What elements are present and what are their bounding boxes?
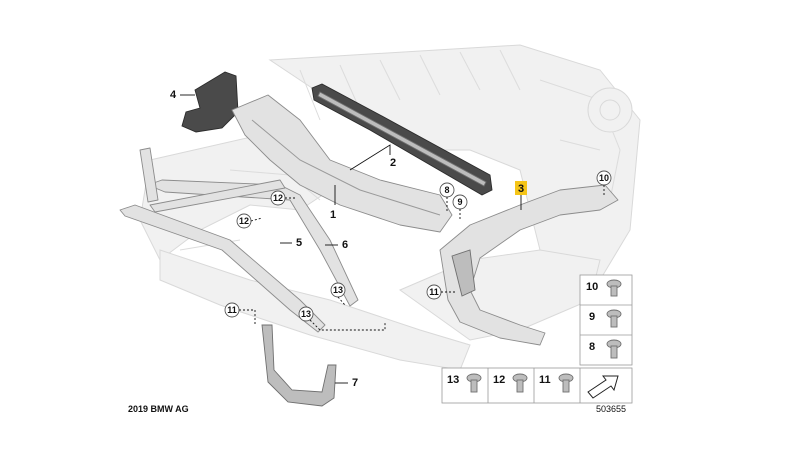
label-part-2: 2 — [390, 157, 396, 169]
bolt-11-icon — [558, 373, 574, 393]
bolt-9-icon — [606, 309, 622, 328]
callout-9: 9 — [457, 197, 462, 207]
legend-right: 10 9 8 — [579, 274, 633, 366]
label-part-4: 4 — [170, 89, 177, 101]
label-part-3: 3 — [518, 183, 524, 195]
part-7-bracket[interactable] — [261, 324, 337, 407]
label-part-3-highlight — [515, 181, 527, 195]
callout-12-left: 12 — [239, 216, 249, 226]
bolt-12-icon — [512, 373, 528, 393]
callout-8: 8 — [444, 185, 449, 195]
part-3-support[interactable] — [439, 184, 619, 346]
diagram-number: 503655 — [596, 404, 626, 414]
bolt-13-icon — [466, 373, 482, 393]
legend-item-8: 8 — [589, 341, 595, 353]
bolt-8-icon — [606, 339, 622, 359]
part-5-strut[interactable] — [119, 204, 326, 333]
legend-item-11: 11 — [539, 374, 551, 386]
part-labels: 4 2 1 5 6 7 — [170, 89, 396, 389]
part-1-cross-member[interactable] — [231, 94, 453, 233]
label-part-6: 6 — [342, 239, 348, 251]
bolt-10-icon — [606, 279, 622, 297]
callout-10: 10 — [599, 173, 609, 183]
label-part-7: 7 — [352, 377, 358, 389]
part-4-bracket[interactable] — [181, 71, 239, 133]
callout-13-upper: 13 — [333, 285, 343, 295]
callout-12-top: 12 — [273, 193, 283, 203]
arrow-icon — [587, 375, 619, 399]
part-6-strut[interactable] — [147, 179, 359, 307]
legend-item-9: 9 — [589, 311, 595, 323]
callouts: 8 9 10 11 11 12 12 13 13 — [224, 170, 612, 331]
callout-11-left: 11 — [227, 305, 237, 315]
label-part-5: 5 — [296, 237, 302, 249]
legend-item-12: 12 — [493, 374, 505, 386]
legend-bottom: 13 12 11 — [441, 367, 633, 404]
legend-item-10: 10 — [586, 281, 598, 293]
copyright: 2019 BMW AG — [128, 404, 189, 414]
legend-item-13: 13 — [447, 374, 459, 386]
label-part-1: 1 — [330, 209, 336, 221]
callout-11-right: 11 — [429, 287, 439, 297]
callout-13-lower: 13 — [301, 309, 311, 319]
